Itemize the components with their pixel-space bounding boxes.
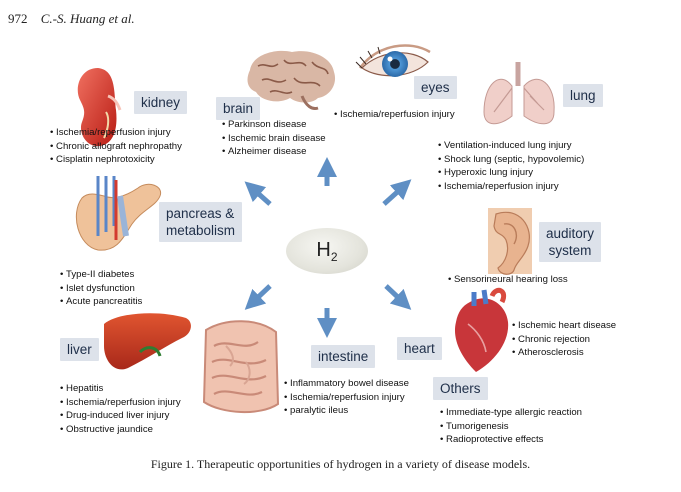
- intestine-list: Inflammatory bowel disease Ischemia/repe…: [284, 377, 409, 418]
- others-list: Immediate-type allergic reaction Tumorig…: [440, 406, 582, 447]
- liver-label: liver: [60, 338, 99, 361]
- brain-list: Parkinson disease Ischemic brain disease…: [222, 118, 326, 159]
- list-item: Ischemia/reperfusion injury: [60, 396, 181, 410]
- list-item: Chronic allograft nephropathy: [50, 140, 182, 154]
- hub-text: H: [316, 238, 331, 261]
- eyes-label: eyes: [414, 76, 457, 99]
- hub-subscript: 2: [330, 249, 338, 264]
- pancreas-label-line2: metabolism: [166, 223, 236, 238]
- eyes-list: Ischemia/reperfusion injury: [334, 108, 455, 122]
- pancreas-list: Type-II diabetes Islet dysfunction Acute…: [60, 268, 142, 309]
- list-item: Acute pancreatitis: [60, 295, 142, 309]
- pancreas-label-line1: pancreas &: [166, 206, 235, 221]
- list-item: Shock lung (septic, hypovolemic): [438, 153, 584, 167]
- list-item: Alzheimer disease: [222, 145, 326, 159]
- arrow-lung: [382, 179, 412, 206]
- arrows: [244, 157, 412, 338]
- page-header: 972 C.-S. Huang et al.: [8, 11, 135, 27]
- hub-label: H2: [316, 239, 337, 264]
- authors: C.-S. Huang et al.: [40, 11, 135, 26]
- list-item: Atherosclerosis: [512, 346, 616, 360]
- list-item: Ischemic heart disease: [512, 319, 616, 333]
- ear-icon: [488, 208, 532, 275]
- list-item: Type-II diabetes: [60, 268, 142, 282]
- list-item: Islet dysfunction: [60, 282, 142, 296]
- heart-list: Ischemic heart disease Chronic rejection…: [512, 319, 616, 360]
- list-item: Ischemia/reperfusion injury: [50, 126, 182, 140]
- others-label: Others: [433, 377, 488, 400]
- list-item: Cisplatin nephrotoxicity: [50, 153, 182, 167]
- intestine-label: intestine: [311, 345, 376, 368]
- list-item: Drug-induced liver injury: [60, 409, 181, 423]
- list-item: Immediate-type allergic reaction: [440, 406, 582, 420]
- figure-caption: Figure 1. Therapeutic opportunities of h…: [150, 457, 531, 471]
- auditory-label-line1: auditory: [546, 226, 595, 241]
- list-item: Chronic rejection: [512, 333, 616, 347]
- page-number: 972: [8, 11, 28, 26]
- lung-icon: [483, 62, 555, 125]
- lung-label: lung: [563, 84, 603, 107]
- heart-label: heart: [397, 337, 442, 360]
- liver-icon: [104, 313, 191, 370]
- pancreas-icon: [75, 176, 162, 251]
- kidney-list: Ischemia/reperfusion injury Chronic allo…: [50, 126, 182, 167]
- list-item: Hepatitis: [60, 382, 181, 396]
- kidney-label: kidney: [134, 91, 188, 114]
- heart-icon: [454, 287, 509, 372]
- lung-list: Ventilation-induced lung injury Shock lu…: [438, 139, 584, 193]
- list-item: Hyperoxic lung injury: [438, 166, 584, 180]
- list-item: paralytic ileus: [284, 404, 409, 418]
- arrow-brain-left: [244, 181, 272, 206]
- list-item: Ischemia/reperfusion injury: [284, 391, 409, 405]
- list-item: Ischemic brain disease: [222, 132, 326, 146]
- h2-hub: H2: [286, 228, 368, 274]
- brain-label: brain: [216, 97, 261, 120]
- auditory-label-line2: system: [548, 243, 592, 258]
- arrow-liver: [244, 284, 272, 310]
- liver-list: Hepatitis Ischemia/reperfusion injury Dr…: [60, 382, 181, 436]
- pancreas-label: pancreas & metabolism: [159, 202, 243, 242]
- list-item: Parkinson disease: [222, 118, 326, 132]
- brain-icon: [247, 50, 336, 110]
- eye-icon: [355, 44, 431, 77]
- list-item: Sensorineural hearing loss: [448, 273, 568, 287]
- list-item: Ventilation-induced lung injury: [438, 139, 584, 153]
- list-item: Inflammatory bowel disease: [284, 377, 409, 391]
- list-item: Radioprotective effects: [440, 433, 582, 447]
- list-item: Ischemia/reperfusion injury: [438, 180, 584, 194]
- list-item: Ischemia/reperfusion injury: [334, 108, 455, 122]
- auditory-label: auditory system: [539, 222, 602, 262]
- auditory-list: Sensorineural hearing loss: [448, 273, 568, 287]
- arrow-heart: [384, 284, 412, 310]
- list-item: Tumorigenesis: [440, 420, 582, 434]
- list-item: Obstructive jaundice: [60, 423, 181, 437]
- intestine-icon: [202, 320, 280, 413]
